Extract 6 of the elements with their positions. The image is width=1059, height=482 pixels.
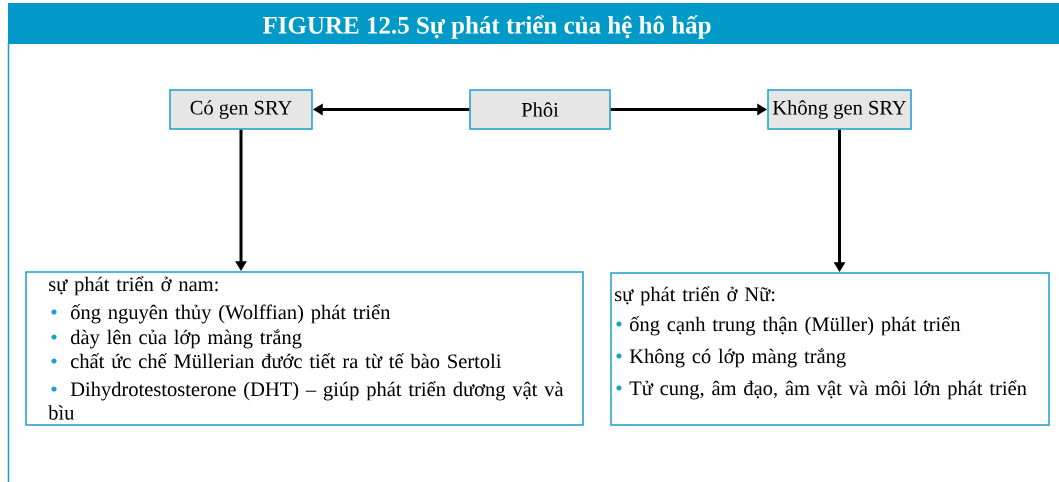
list-box: sự phát triển ở Nữ: ống cạnh trung thận (Müller) phát triển Không có lớp màng trắng Tử cung, âm đạo, âm vật và môi lớn phát triển	[610, 272, 1050, 426]
list-box: sự phát triển ở nam: ống nguyên thủy (Wolffian) phát triển dày lên của lớp màng trắng chất ức chế Müllerian đước tiết ra từ tế bào Sertoli Dihydrotestosterone (DHT) – giúp phát triển dương vật và bìu	[25, 271, 584, 426]
process-box: Không gen SRY	[767, 89, 912, 130]
title-banner: FIGURE 12.5 Sự phát triển của hệ hô hấp	[8, 3, 1059, 44]
process-box: Phôi	[469, 89, 611, 130]
process-box: Có gen SRY	[169, 89, 313, 130]
